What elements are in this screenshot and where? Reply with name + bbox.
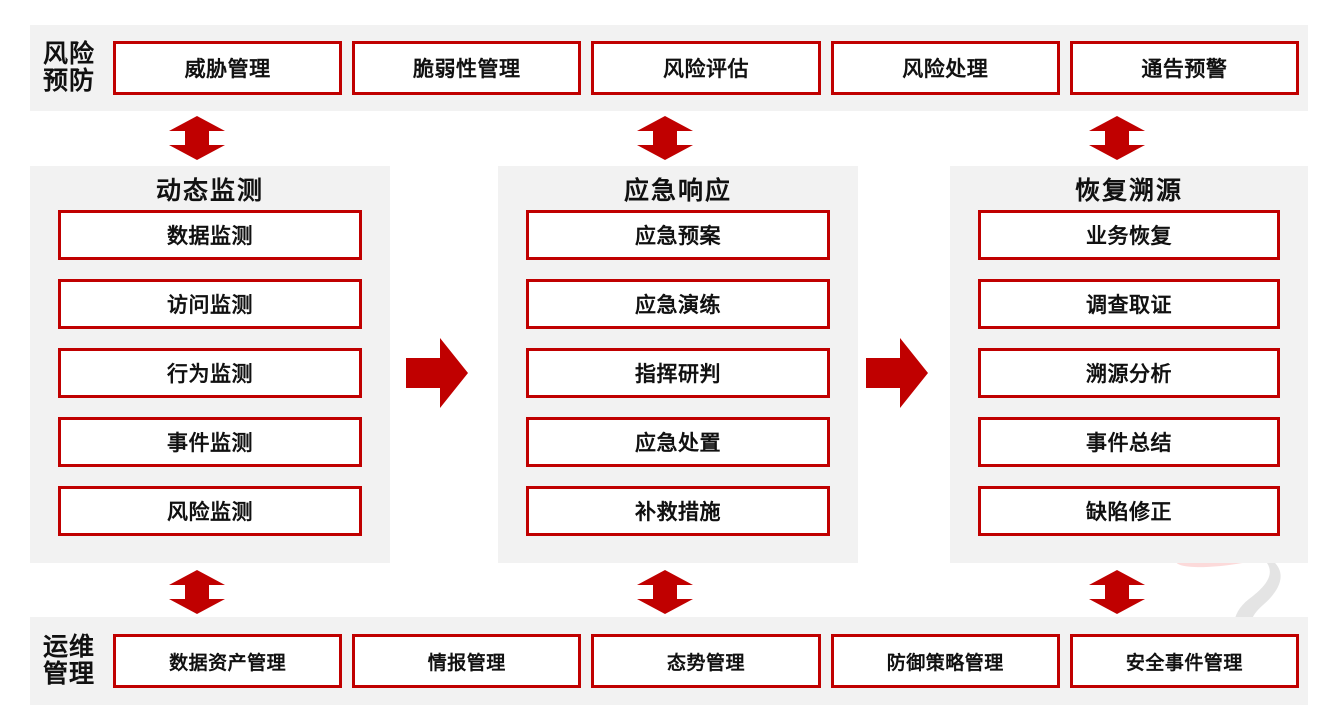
top-band-label-line2: 预防	[42, 67, 95, 95]
bottom-band-ops-management: 运维 管理 数据资产管理 情报管理 态势管理 防御策略管理 安全事件管理	[30, 617, 1308, 705]
column-panel-emergency-response: 应急响应 应急预案 应急演练 指挥研判 应急处置 补救措施	[498, 166, 858, 563]
column-1-item-4[interactable]: 补救措施	[526, 486, 830, 536]
column-1-item-1[interactable]: 应急演练	[526, 279, 830, 329]
bottom-band-cell-0[interactable]: 数据资产管理	[113, 634, 343, 688]
vertical-double-arrow-top-col1	[169, 116, 225, 160]
bottom-band-label-line1: 运维	[42, 633, 95, 661]
bottom-band-label: 运维 管理	[30, 634, 108, 688]
top-band-label: 风险 预防	[30, 41, 108, 95]
column-2-item-4[interactable]: 缺陷修正	[978, 486, 1280, 536]
bottom-band-cell-2[interactable]: 态势管理	[591, 634, 821, 688]
bottom-band-cells: 数据资产管理 情报管理 态势管理 防御策略管理 安全事件管理	[108, 617, 1308, 705]
right-arrow-col2-to-col3	[866, 338, 928, 408]
column-title-0: 动态监测	[155, 177, 264, 205]
vertical-double-arrow-top-col3	[1089, 116, 1145, 160]
column-title-2: 恢复溯源	[1074, 177, 1183, 205]
column-1-item-2[interactable]: 指挥研判	[526, 348, 830, 398]
column-0-item-3[interactable]: 事件监测	[58, 417, 362, 467]
column-panel-dynamic-monitoring: 动态监测 数据监测 访问监测 行为监测 事件监测 风险监测	[30, 166, 390, 563]
top-band-risk-prevention: 风险 预防 威胁管理 脆弱性管理 风险评估 风险处理 通告预警	[30, 25, 1308, 111]
bottom-band-cell-3[interactable]: 防御策略管理	[830, 634, 1060, 688]
bottom-band-cell-4[interactable]: 安全事件管理	[1069, 634, 1300, 688]
vertical-double-arrow-bottom-col3	[1089, 570, 1145, 614]
top-band-cell-0[interactable]: 威胁管理	[113, 41, 343, 95]
column-2-item-0[interactable]: 业务恢复	[978, 210, 1280, 260]
top-band-cell-1[interactable]: 脆弱性管理	[352, 41, 582, 95]
column-2-item-1[interactable]: 调查取证	[978, 279, 1280, 329]
bottom-band-cell-1[interactable]: 情报管理	[352, 634, 582, 688]
top-band-cell-3[interactable]: 风险处理	[830, 41, 1060, 95]
column-0-item-1[interactable]: 访问监测	[58, 279, 362, 329]
column-panel-recovery-tracing: 恢复溯源 业务恢复 调查取证 溯源分析 事件总结 缺陷修正	[950, 166, 1308, 563]
column-2-item-3[interactable]: 事件总结	[978, 417, 1280, 467]
column-0-item-2[interactable]: 行为监测	[58, 348, 362, 398]
bottom-band-label-line2: 管理	[42, 660, 95, 688]
right-arrow-col1-to-col2	[406, 338, 468, 408]
column-1-item-3[interactable]: 应急处置	[526, 417, 830, 467]
top-band-cell-2[interactable]: 风险评估	[591, 41, 821, 95]
column-2-item-2[interactable]: 溯源分析	[978, 348, 1280, 398]
top-band-cells: 威胁管理 脆弱性管理 风险评估 风险处理 通告预警	[108, 25, 1308, 111]
column-0-item-4[interactable]: 风险监测	[58, 486, 362, 536]
vertical-double-arrow-top-col2	[637, 116, 693, 160]
vertical-double-arrow-bottom-col2	[637, 570, 693, 614]
top-band-cell-4[interactable]: 通告预警	[1069, 41, 1300, 95]
column-1-item-0[interactable]: 应急预案	[526, 210, 830, 260]
top-band-label-line1: 风险	[42, 40, 95, 68]
column-title-1: 应急响应	[623, 177, 732, 205]
column-0-item-0[interactable]: 数据监测	[58, 210, 362, 260]
vertical-double-arrow-bottom-col1	[169, 570, 225, 614]
